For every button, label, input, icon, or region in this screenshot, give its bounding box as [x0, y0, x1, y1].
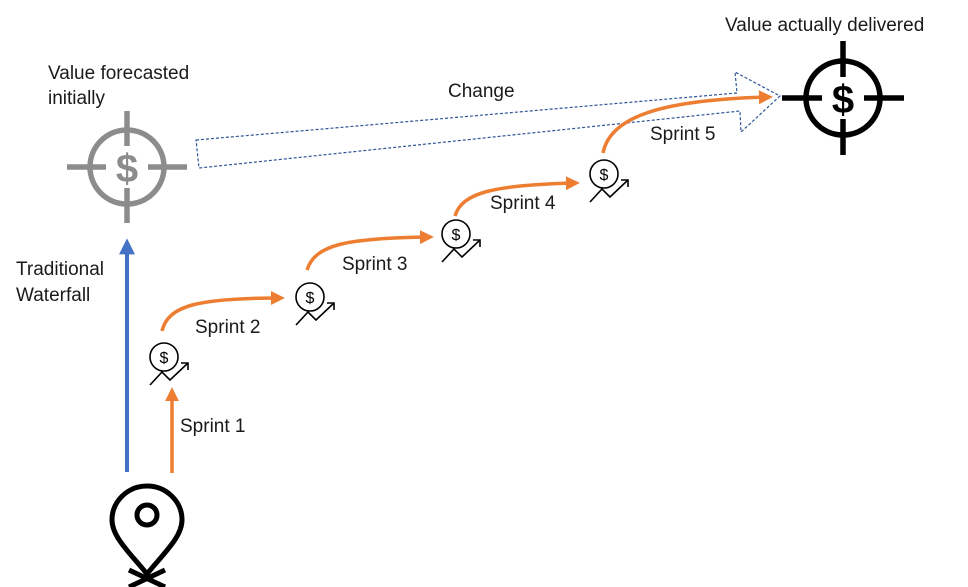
delivered-target-icon: $ — [782, 41, 904, 155]
sprint-2-arrow — [160, 291, 285, 332]
sprint-value-icon-2: $ — [295, 282, 335, 326]
change-arrow — [195, 70, 782, 169]
dollar-symbol: $ — [306, 290, 315, 307]
dollar-symbol: $ — [832, 78, 854, 122]
sprint-value-icon-4: $ — [589, 159, 629, 203]
sprint-value-icon-3: $ — [441, 219, 481, 263]
forecast-label-line1: Value forecasted — [48, 63, 189, 84]
waterfall-label-line1: Traditional — [16, 259, 104, 280]
waterfall-label-line2: Waterfall — [16, 285, 90, 306]
sprint-3-arrow — [305, 230, 434, 271]
delivered-label: Value actually delivered — [725, 15, 924, 36]
sprint-1-label: Sprint 1 — [180, 416, 245, 437]
sprint-3-label: Sprint 3 — [342, 254, 407, 275]
sprint-4-label: Sprint 4 — [490, 193, 556, 214]
dollar-symbol: $ — [116, 147, 138, 191]
sprint-value-icon-1: $ — [149, 342, 189, 386]
dollar-symbol: $ — [160, 350, 169, 367]
dollar-symbol: $ — [600, 167, 609, 184]
sprint-5-label: Sprint 5 — [650, 124, 715, 145]
sprint-4-arrow — [453, 176, 580, 217]
forecast-label-line2: initially — [48, 88, 106, 109]
sprint-5-arrow — [601, 90, 773, 154]
change-label: Change — [448, 81, 515, 102]
dollar-symbol: $ — [452, 227, 461, 244]
forecast-target-icon: $ — [67, 111, 187, 223]
map-pin-icon — [109, 483, 185, 587]
sprint-2-label: Sprint 2 — [195, 317, 260, 338]
